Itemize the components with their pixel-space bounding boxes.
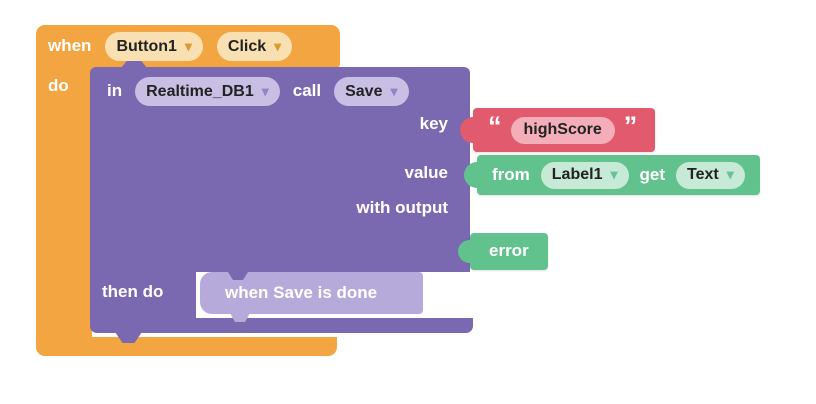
dropdown-arrow-icon: ▾ (184, 37, 192, 54)
in-label: in (107, 81, 123, 101)
event-block-bottom-bar (36, 337, 337, 356)
open-quote-icon: “ (488, 110, 502, 141)
text-string-block[interactable]: “ highScore ” (460, 108, 656, 152)
dropdown-arrow-icon: ▾ (726, 166, 734, 182)
statement-notch (121, 61, 147, 68)
param-label-key: key (419, 114, 448, 133)
dropdown-arrow-icon: ▾ (610, 166, 618, 182)
connector-tab (458, 240, 472, 263)
getter-component-dropdown[interactable]: Label1 ▾ (540, 161, 629, 189)
do-label: do (48, 76, 69, 95)
event-name-value: Click (227, 37, 267, 55)
getter-component-value: Label1 (551, 166, 603, 183)
connector-tab (460, 117, 475, 143)
when-label: when (48, 36, 92, 56)
param-label-with-output: with output (356, 198, 448, 217)
do-slot-label-wrap: do (36, 67, 92, 107)
dropdown-arrow-icon: ▾ (261, 82, 269, 99)
db-component-dropdown[interactable]: Realtime_DB1 ▾ (135, 77, 280, 106)
property-value: Text (687, 166, 719, 183)
event-name-dropdown[interactable]: Click ▾ (216, 32, 293, 61)
from-label1-get-text-block[interactable]: from Label1 ▾ get Text ▾ (464, 155, 760, 195)
error-param-block[interactable]: error (458, 233, 548, 270)
callback-label: when Save is done (225, 282, 378, 302)
event-component-value: Button1 (116, 37, 177, 55)
dropdown-arrow-icon: ▾ (390, 82, 398, 99)
string-input[interactable]: highScore (510, 116, 615, 144)
error-label: error (489, 241, 529, 261)
next-statement-notch (230, 313, 250, 322)
connector-tab (464, 162, 479, 188)
db-component-value: Realtime_DB1 (146, 82, 254, 100)
next-statement-notch (115, 332, 142, 343)
event-component-dropdown[interactable]: Button1 ▾ (105, 32, 203, 61)
when-save-is-done-block[interactable]: when Save is done (200, 272, 423, 322)
param-label-value: value (404, 163, 448, 182)
call-block-bottom-bar (90, 318, 473, 343)
call-save-block[interactable]: in Realtime_DB1 ▾ call Save ▾ key value … (90, 61, 470, 272)
when-button1-click-block[interactable]: when Button1 ▾ Click ▾ (36, 25, 340, 68)
get-label: get (639, 164, 666, 184)
call-label: call (292, 81, 322, 101)
method-value: Save (345, 82, 383, 100)
close-quote-icon: ” (623, 110, 638, 141)
then-do-label: then do (102, 282, 164, 301)
from-label: from (492, 164, 530, 184)
property-dropdown[interactable]: Text ▾ (676, 161, 745, 189)
event-block-spine (36, 67, 92, 338)
then-do-column: then do (90, 272, 196, 318)
dropdown-arrow-icon: ▾ (274, 37, 282, 54)
method-dropdown[interactable]: Save ▾ (334, 77, 409, 106)
statement-notch (228, 272, 248, 280)
